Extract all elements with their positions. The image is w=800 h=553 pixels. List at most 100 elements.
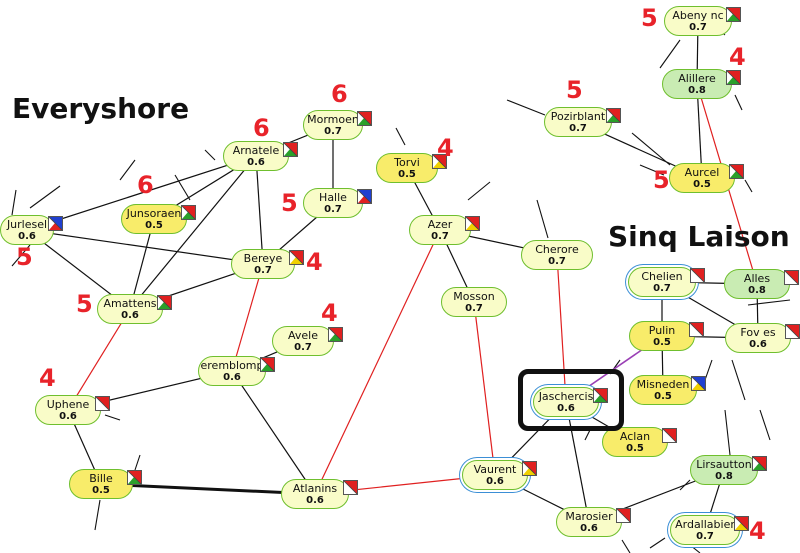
stub-connection-line bbox=[639, 164, 665, 176]
system-security: 0.5 bbox=[145, 220, 163, 231]
system-security: 0.7 bbox=[689, 22, 707, 33]
faction-flag-icon[interactable] bbox=[734, 516, 749, 531]
system-name: Halle bbox=[319, 191, 347, 204]
system-security: 0.6 bbox=[247, 157, 265, 168]
faction-flag-icon[interactable] bbox=[662, 428, 677, 443]
stub-connection-line bbox=[734, 94, 743, 111]
system-name: Mormoen bbox=[307, 113, 359, 126]
connection-arnatele-bereye bbox=[255, 155, 264, 265]
faction-flag-icon[interactable] bbox=[690, 268, 705, 283]
system-security: 0.8 bbox=[715, 471, 733, 482]
connection-amattens-uphene bbox=[67, 308, 131, 411]
faction-flag-icon[interactable] bbox=[522, 461, 537, 476]
stub-connection-line bbox=[731, 359, 746, 401]
system-name: Pulin bbox=[648, 324, 676, 337]
faction-flag-icon[interactable] bbox=[465, 216, 480, 231]
faction-flag-icon[interactable] bbox=[48, 216, 63, 231]
faction-flag-icon[interactable] bbox=[726, 7, 741, 22]
faction-flag-icon[interactable] bbox=[289, 250, 304, 265]
system-security: 0.6 bbox=[18, 231, 36, 242]
system-name: Abeny nc bbox=[672, 9, 724, 22]
faction-flag-icon[interactable] bbox=[127, 470, 142, 485]
faction-flag-icon[interactable] bbox=[593, 388, 608, 403]
faction-flag-icon[interactable] bbox=[606, 108, 621, 123]
faction-flag-icon[interactable] bbox=[357, 111, 372, 126]
faction-flag-icon[interactable] bbox=[784, 270, 799, 285]
faction-flag-icon[interactable] bbox=[689, 322, 704, 337]
faction-flag-icon[interactable] bbox=[260, 357, 275, 372]
faction-flag-icon[interactable] bbox=[157, 295, 172, 310]
system-name: Atlanins bbox=[292, 482, 338, 495]
faction-flag-icon[interactable] bbox=[752, 456, 767, 471]
jump-count-annotation: 4 bbox=[729, 43, 746, 71]
jump-count-annotation: 4 bbox=[437, 134, 454, 162]
system-name: Amattens bbox=[103, 297, 157, 310]
system-security: 0.7 bbox=[465, 303, 483, 314]
system-name: Avele bbox=[288, 329, 318, 342]
faction-flag-icon[interactable] bbox=[729, 164, 744, 179]
faction-flag-icon[interactable] bbox=[343, 480, 358, 495]
faction-flag-icon[interactable] bbox=[432, 154, 447, 169]
stub-connection-line bbox=[584, 429, 591, 441]
region-label-sinq-laison: Sinq Laison bbox=[608, 220, 790, 253]
stub-connection-line bbox=[29, 185, 61, 209]
faction-flag-icon[interactable] bbox=[95, 396, 110, 411]
system-security: 0.7 bbox=[569, 123, 587, 134]
stub-connection-line bbox=[94, 499, 101, 531]
connection-azer-atlanins bbox=[314, 229, 441, 495]
faction-flag-icon[interactable] bbox=[726, 70, 741, 85]
stub-connection-line bbox=[621, 539, 631, 553]
system-security: 0.7 bbox=[696, 531, 714, 542]
connection-bille-atlanins bbox=[100, 482, 316, 496]
stub-connection-line bbox=[11, 244, 31, 267]
jump-count-annotation: 5 bbox=[16, 243, 33, 271]
system-security: 0.7 bbox=[254, 265, 272, 276]
jump-count-annotation: 5 bbox=[641, 4, 658, 32]
jump-count-annotation: 6 bbox=[137, 171, 154, 199]
connection-jaschercis-marosier bbox=[565, 401, 590, 523]
system-name: Marosier bbox=[565, 510, 613, 523]
faction-flag-icon[interactable] bbox=[691, 376, 706, 391]
faction-flag-icon[interactable] bbox=[785, 324, 800, 339]
faction-flag-icon[interactable] bbox=[328, 327, 343, 342]
faction-flag-icon[interactable] bbox=[357, 189, 372, 204]
system-security: 0.5 bbox=[653, 337, 671, 348]
faction-flag-icon[interactable] bbox=[283, 142, 298, 157]
stub-connection-line bbox=[134, 454, 141, 471]
system-security: 0.7 bbox=[548, 256, 566, 267]
faction-flag-icon[interactable] bbox=[616, 508, 631, 523]
system-name: Alillere bbox=[678, 72, 716, 85]
system-security: 0.5 bbox=[626, 443, 644, 454]
faction-flag-icon[interactable] bbox=[181, 205, 196, 220]
